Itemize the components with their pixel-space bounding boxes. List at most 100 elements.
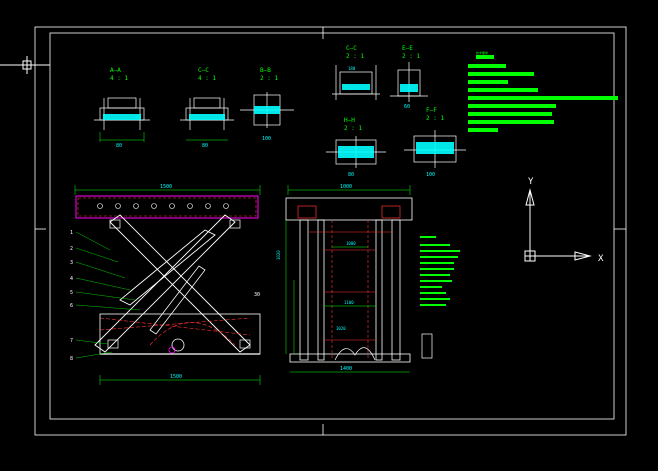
section-view-ff[interactable]: F—F 2 : 1 100 (404, 107, 466, 178)
balloon-number: 4 (70, 276, 73, 282)
dim-cc-width: 80 (202, 143, 208, 149)
note-bar (420, 262, 454, 264)
dim-side-top: 1000 (340, 184, 352, 190)
section-view-hh[interactable]: H—H 2 : 1 80 (326, 117, 386, 178)
crosshair-cursor[interactable] (0, 56, 50, 74)
front-view-balloons (75, 231, 141, 359)
technical-requirements-block[interactable]: 技术要求 1.工作台尺寸1500×1000 2.最大起升高度1000mm 3.最… (468, 50, 618, 132)
view-scale-bb: 2 : 1 (260, 75, 278, 82)
note-bar (420, 286, 442, 288)
dim-cc2-width: 180 (348, 66, 356, 71)
view-label-aa: A—A (110, 67, 121, 74)
note-bar (420, 292, 446, 294)
side-inner-dims (324, 246, 376, 307)
dim-hh-width: 80 (348, 172, 354, 178)
tech-line-7: 7.液压系统工作压力 (470, 112, 494, 116)
section-hatch-hh (338, 146, 374, 158)
section-view-cc-left[interactable]: C—C 4 : 1 80 (180, 67, 234, 149)
note-bar (420, 250, 460, 252)
tech-line-bar (468, 96, 618, 100)
balloon-number: 6 (70, 303, 73, 309)
balloon-number: 30 (254, 292, 260, 298)
note-bar (420, 256, 458, 258)
side-top-platform[interactable] (285, 197, 413, 221)
tech-line-bar (468, 120, 554, 124)
tech-line-1: 1.工作台尺寸1500×1000 (470, 64, 500, 68)
tech-line-bar (468, 72, 534, 76)
side-base-frame[interactable] (289, 353, 411, 363)
side-top-bracket-right (381, 205, 401, 219)
side-top-bracket-left (297, 205, 317, 219)
tech-line-3: 3.最低高度280mm (470, 80, 491, 84)
view-scale-ff: 2 : 1 (426, 115, 444, 122)
note-bar (420, 274, 450, 276)
dim-ff-width: 100 (426, 172, 435, 178)
side-parts-notes (420, 236, 460, 306)
dim-aa-width: 80 (116, 143, 122, 149)
dim-side-mid: 1000 (346, 241, 356, 246)
balloon-number: 1 (70, 230, 73, 236)
ucs-icon[interactable] (524, 188, 592, 262)
tech-line-8: 8.其余按GB标准 (470, 120, 489, 124)
section-hatch-cc2 (342, 84, 370, 90)
dim-side-base: 1400 (340, 366, 352, 372)
balloon-number: 8 (70, 356, 73, 362)
tech-line-6: 6.电源380V 50Hz (470, 104, 492, 108)
platform-holes (97, 203, 229, 209)
note-bar (420, 268, 454, 270)
side-view-scissor-lift[interactable]: 1000 1000 1100 1400 (276, 184, 433, 373)
section-view-cc-right[interactable]: C—C 2 : 1 180 (332, 45, 380, 100)
section-view-ee[interactable]: E—E 2 : 1 60 (390, 45, 428, 110)
note-bar (420, 304, 446, 306)
view-scale-aa: 4 : 1 (110, 75, 128, 82)
front-view-balloon-numbers: 1 2 3 4 5 6 7 8 30 (70, 230, 260, 362)
dim-front-bot: 1500 (170, 374, 182, 380)
tech-line-bar (468, 80, 508, 84)
tech-line-bar (468, 64, 506, 68)
front-view-scissor-lift[interactable]: 1500 (74, 184, 261, 385)
scissor-arms[interactable] (94, 214, 251, 353)
dim-bb-width: 100 (262, 136, 271, 142)
view-scale-cc: 4 : 1 (198, 75, 216, 82)
balloon-number: 2 (70, 246, 73, 252)
section-view-aa[interactable]: A—A 4 : 1 80 (94, 67, 150, 149)
note-bar (420, 236, 436, 238)
section-hatch-ee (400, 84, 418, 92)
section-hatch-cc (189, 114, 225, 120)
tech-line-bar (468, 112, 552, 116)
ucs-y-label: Y (528, 177, 534, 187)
view-label-ff: F—F (426, 107, 437, 114)
balloon-number: 5 (70, 290, 73, 296)
dim-side-left: 1020 (276, 250, 281, 260)
section-view-bb[interactable]: B—B 2 : 1 100 (240, 67, 294, 142)
note-bar (420, 298, 450, 300)
section-hatch-ff (416, 142, 454, 154)
tech-title: 技术要求 (476, 50, 488, 55)
lowered-position-arms (99, 317, 251, 346)
outer-drawing-frame (34, 26, 627, 436)
view-label-ee: E—E (402, 45, 413, 52)
dim-front-top: 1500 (160, 184, 172, 190)
view-scale-hh: 2 : 1 (344, 125, 362, 132)
tech-line-bar (468, 128, 498, 132)
view-scale-ee: 2 : 1 (402, 53, 420, 60)
tech-line-2: 2.最大起升高度1000mm (470, 72, 498, 76)
tech-line-bar (468, 104, 556, 108)
section-hatch-bb (254, 106, 280, 114)
tech-title-bar (476, 55, 494, 59)
view-label-hh: H—H (344, 117, 355, 124)
dim-ee-width: 60 (404, 104, 410, 110)
view-scale-cc2: 2 : 1 (346, 53, 364, 60)
tech-line-5: 5.起升时间20s (470, 96, 488, 100)
balloon-number: 3 (70, 260, 73, 266)
pivot-pin (168, 346, 176, 354)
top-platform[interactable] (75, 195, 259, 219)
hydraulic-cylinder[interactable] (149, 265, 206, 352)
note-bar (420, 244, 450, 246)
side-limit-switch (421, 333, 433, 359)
pivot-blocks (107, 219, 251, 349)
section-hatch-aa (103, 114, 141, 120)
side-left-dims (285, 220, 295, 354)
view-label-bb: B—B (260, 67, 271, 74)
